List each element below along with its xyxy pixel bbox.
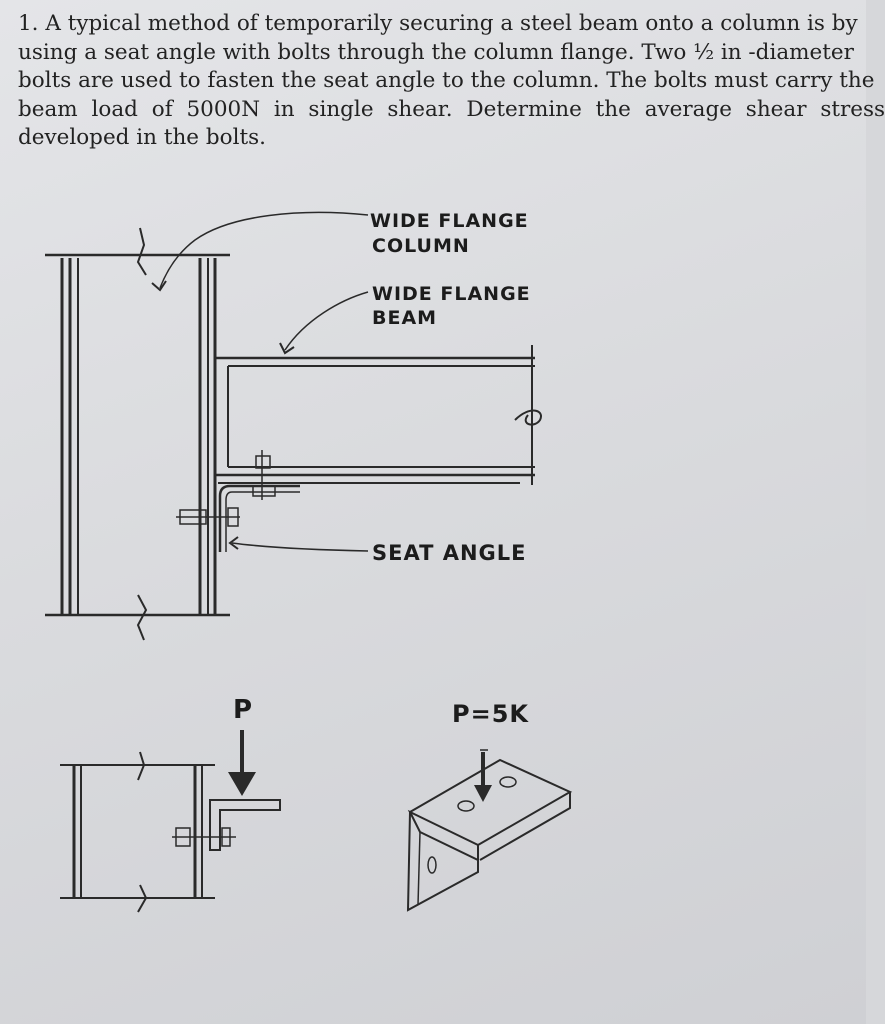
label-wide-flange-beam-line2: BEAM: [372, 307, 437, 329]
problem-line-1: 1. A typical method of temporarily secur…: [18, 11, 858, 36]
seat-angle-3d-sketch: [406, 749, 573, 912]
wide-flange-column: [45, 227, 230, 641]
problem-line-4: beam load of 5000N in single shear. Dete…: [18, 96, 885, 122]
problem-line-3: bolts are used to fasten the seat angle …: [18, 68, 875, 93]
label-wide-flange-column-line1: WIDE FLANGE: [370, 210, 529, 232]
label-load-p-5k: P=5K: [452, 700, 529, 728]
label-load-p: P: [233, 695, 253, 725]
connection-diagram: WIDE FLANGE COLUMN WIDE FLANGE BEAM SEAT…: [45, 210, 573, 913]
seat-angle: [176, 484, 300, 552]
small-connection-detail: [60, 730, 281, 913]
label-wide-flange-column-line2: COLUMN: [372, 235, 470, 257]
label-wide-flange-beam-line1: WIDE FLANGE: [372, 283, 531, 305]
wide-flange-beam: [215, 345, 542, 500]
problem-statement: 1. A typical method of temporarily secur…: [18, 10, 885, 153]
label-seat-angle: SEAT ANGLE: [372, 541, 527, 565]
problem-line-2: using a seat angle with bolts through th…: [18, 39, 854, 65]
problem-line-5: developed in the bolts.: [18, 125, 266, 150]
